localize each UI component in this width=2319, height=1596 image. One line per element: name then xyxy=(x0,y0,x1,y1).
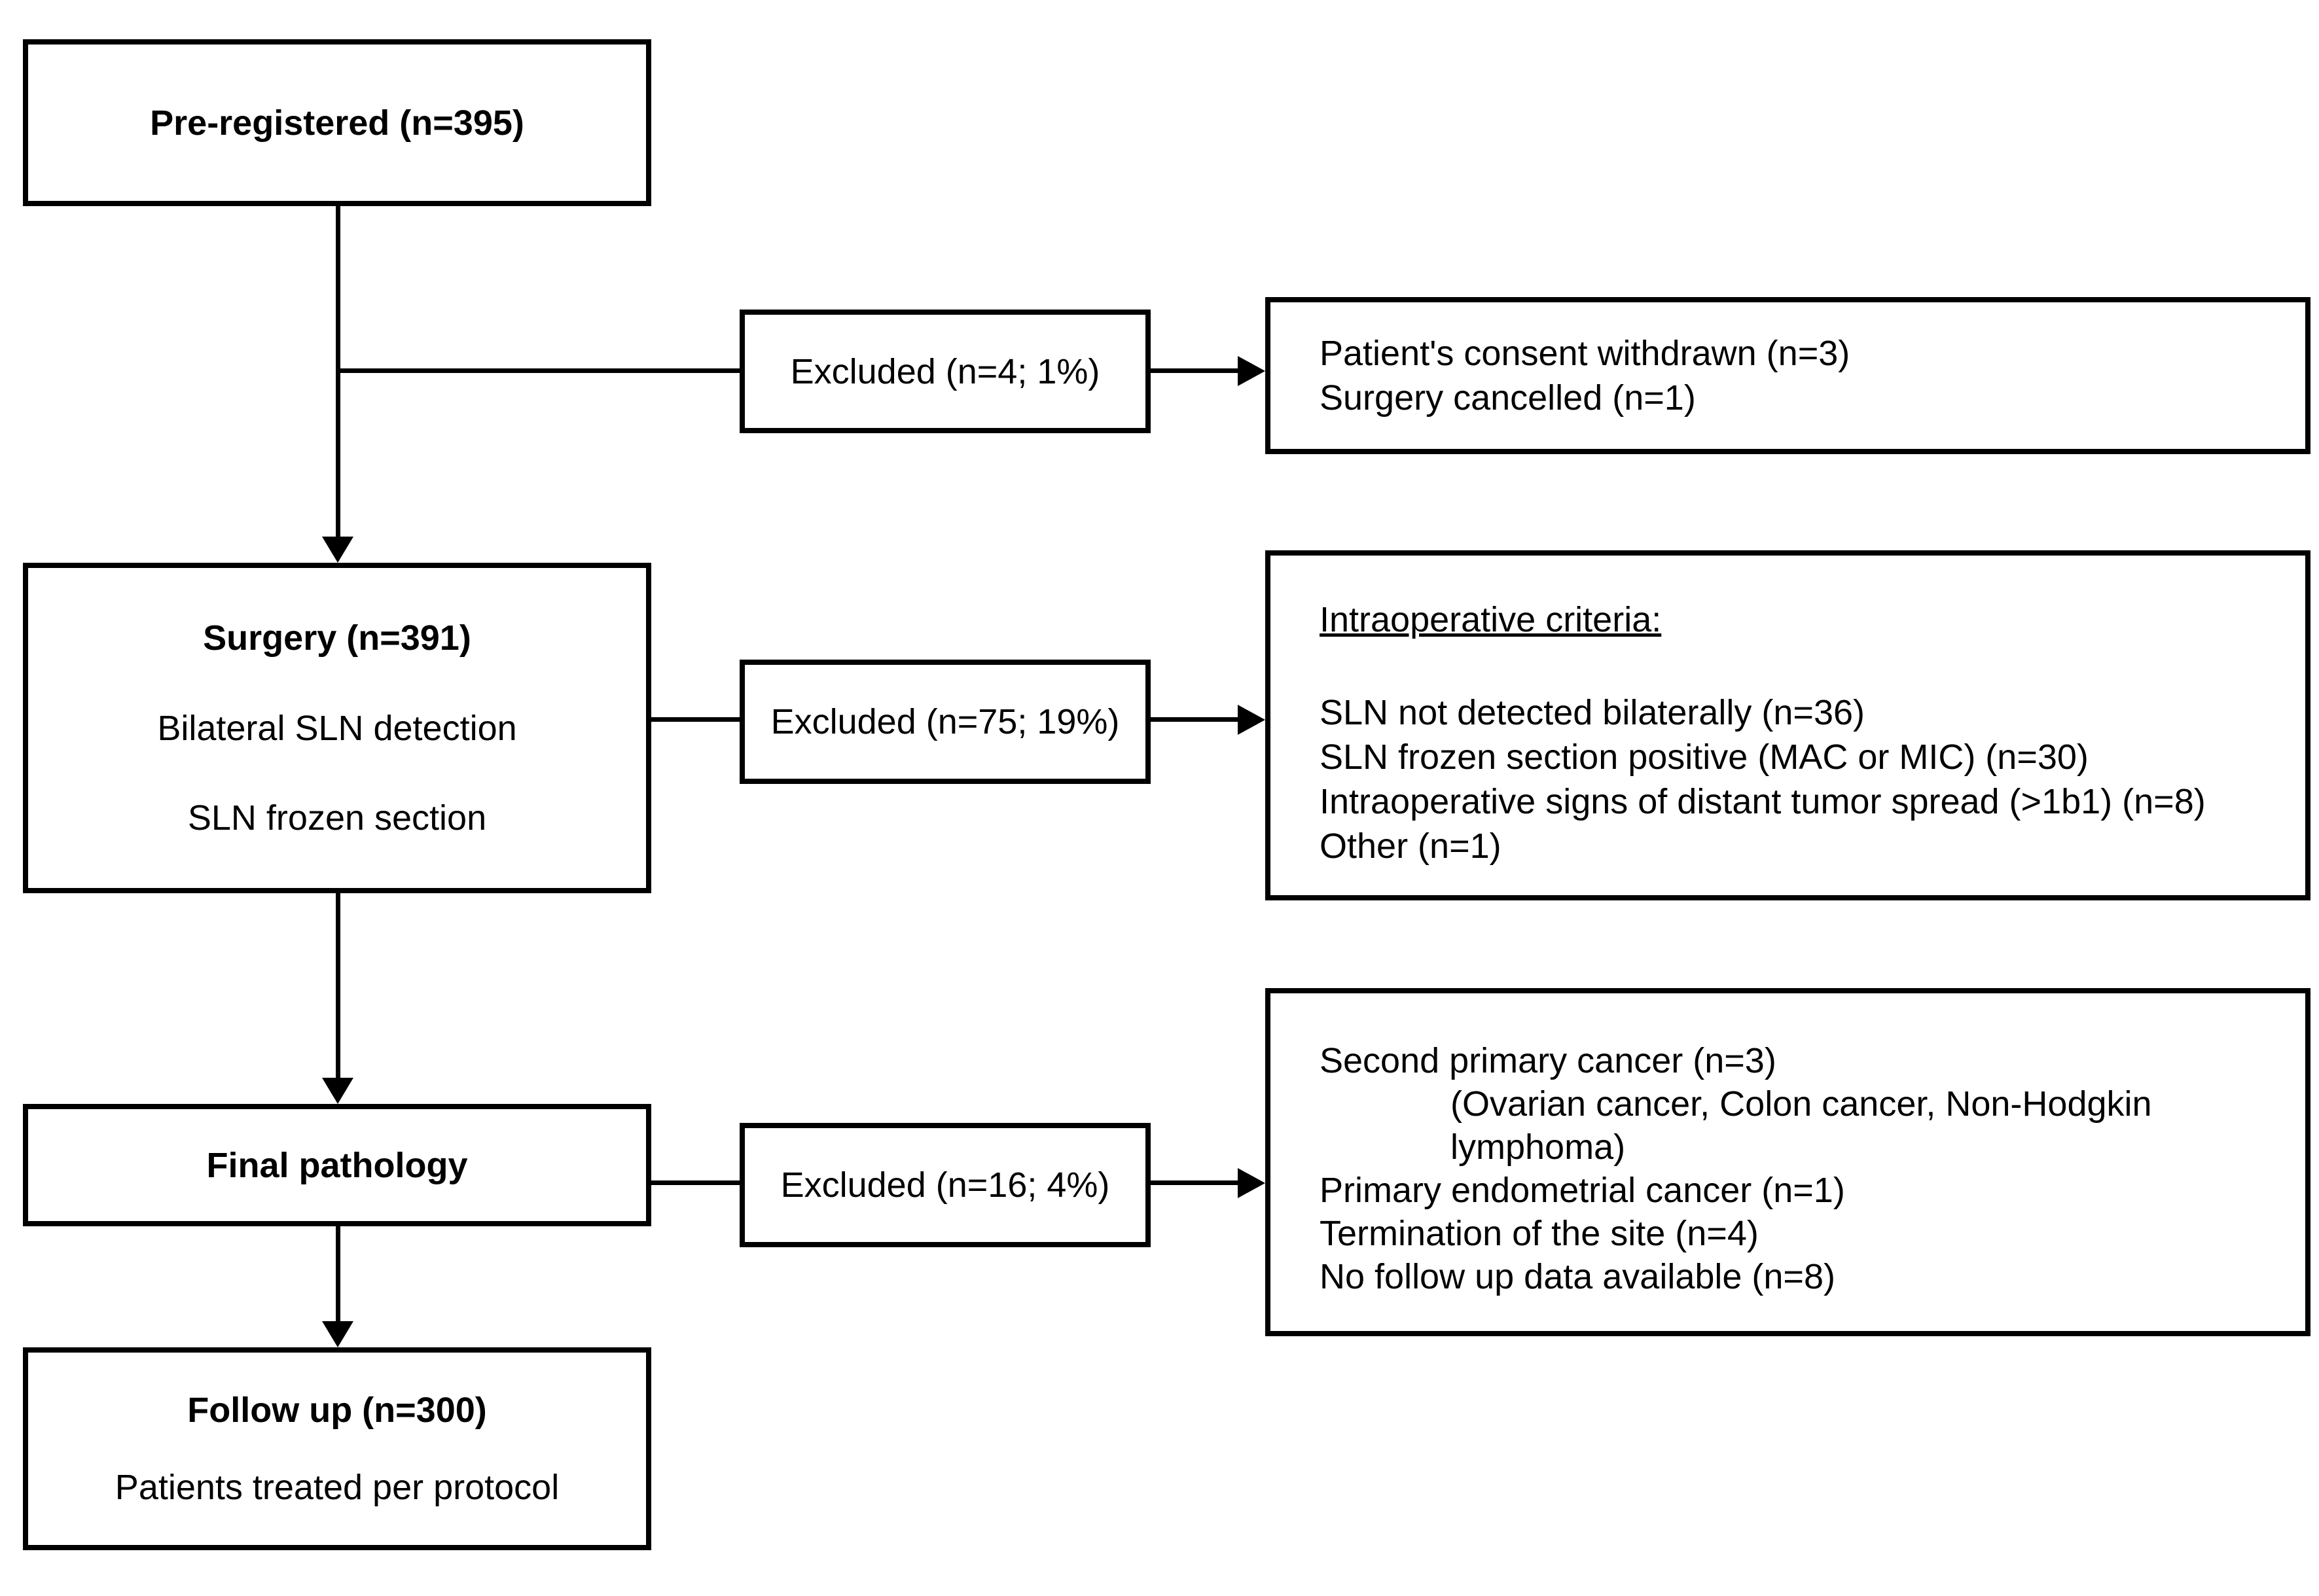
reason-line: No follow up data available (n=8) xyxy=(1320,1257,1835,1296)
node-final-pathology-title: Final pathology xyxy=(206,1145,468,1185)
arrowhead-right-icon xyxy=(1238,705,1265,735)
reason-line: SLN not detected bilaterally (n=36) xyxy=(1320,693,1865,732)
node-excluded-1-label: Excluded (n=4; 1%) xyxy=(790,351,1100,391)
node-excluded-1: Excluded (n=4; 1%) xyxy=(740,310,1151,433)
reason-line: Termination of the site (n=4) xyxy=(1320,1214,1759,1253)
connector-final-pathology-to-excluded-3 xyxy=(651,1180,740,1185)
node-excluded-2-label: Excluded (n=75; 19%) xyxy=(770,702,1120,741)
reason-line: Surgery cancelled (n=1) xyxy=(1320,378,1696,417)
intraoperative-criteria-heading: Intraoperative criteria: xyxy=(1320,600,1662,639)
reason-line: Patient's consent withdrawn (n=3) xyxy=(1320,334,1850,373)
connector-final-pathology-to-follow-up xyxy=(336,1226,340,1324)
node-follow-up-detail: Patients treated per protocol xyxy=(115,1468,560,1508)
arrowhead-down-icon xyxy=(322,1078,353,1104)
node-excluded-3-label: Excluded (n=16; 4%) xyxy=(780,1165,1110,1205)
connector-surgery-to-final-pathology xyxy=(336,893,340,1081)
arrowhead-right-icon xyxy=(1238,1168,1265,1198)
node-preregistered: Pre-registered (n=395) xyxy=(23,39,651,206)
connector-surgery-to-excluded-2 xyxy=(651,717,740,722)
node-surgery: Surgery (n=391) Bilateral SLN detection … xyxy=(23,563,651,893)
node-excluded-3: Excluded (n=16; 4%) xyxy=(740,1123,1151,1247)
connector-preregistered-to-surgery xyxy=(336,206,340,540)
reason-line: SLN frozen section positive (MAC or MIC)… xyxy=(1320,737,2089,777)
reason-line: (Ovarian cancer, Colon cancer, Non-Hodgk… xyxy=(1450,1084,2152,1124)
reason-line: Second primary cancer (n=3) xyxy=(1320,1041,1776,1080)
node-final-pathology: Final pathology xyxy=(23,1104,651,1226)
connector-excluded-1-to-reasons-1 xyxy=(1151,368,1239,373)
node-surgery-title: Surgery (n=391) xyxy=(203,618,471,658)
arrowhead-right-icon xyxy=(1238,356,1265,386)
reason-line: lymphoma) xyxy=(1450,1127,1626,1167)
node-exclusion-reasons-1: Patient's consent withdrawn (n=3) Surger… xyxy=(1265,297,2310,454)
arrowhead-down-icon xyxy=(322,537,353,563)
node-exclusion-reasons-3: Second primary cancer (n=3) (Ovarian can… xyxy=(1265,988,2310,1336)
node-surgery-detail: Bilateral SLN detection xyxy=(157,708,517,748)
reason-line: Intraoperative signs of distant tumor sp… xyxy=(1320,782,2206,821)
node-follow-up-title: Follow up (n=300) xyxy=(187,1390,487,1430)
connector-excluded-3-to-reasons-3 xyxy=(1151,1180,1239,1185)
node-preregistered-title: Pre-registered (n=395) xyxy=(150,103,524,143)
reason-line: Primary endometrial cancer (n=1) xyxy=(1320,1171,1845,1210)
arrowhead-down-icon xyxy=(322,1321,353,1347)
node-excluded-2: Excluded (n=75; 19%) xyxy=(740,660,1151,784)
node-exclusion-reasons-2: Intraoperative criteria: SLN not detecte… xyxy=(1265,550,2310,900)
connector-excluded-2-to-reasons-2 xyxy=(1151,717,1239,722)
node-surgery-detail: SLN frozen section xyxy=(187,798,487,838)
reason-line: Other (n=1) xyxy=(1320,826,1501,866)
node-follow-up: Follow up (n=300) Patients treated per p… xyxy=(23,1347,651,1550)
connector-branch-to-excluded-1 xyxy=(338,368,740,373)
